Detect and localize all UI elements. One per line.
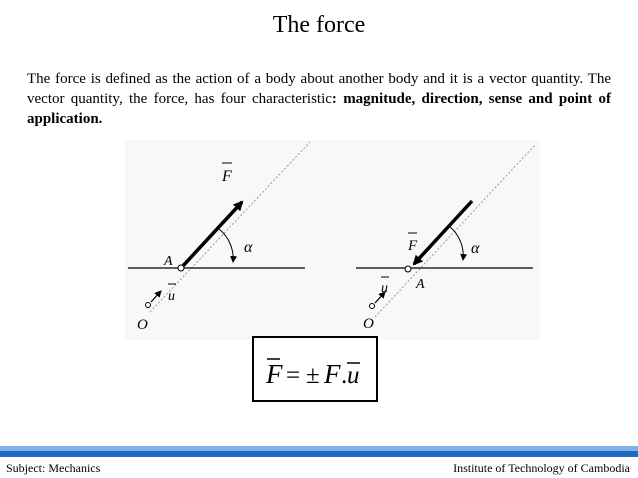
formula-unit-vector: u (347, 362, 360, 389)
right-angle-arc (448, 225, 468, 261)
formula-equals: = (286, 362, 300, 389)
right-unit-label: u (381, 281, 388, 296)
left-origin-point (145, 302, 151, 308)
right-point-a (404, 265, 412, 273)
left-force-vector (179, 200, 244, 270)
right-line-of-action (374, 144, 536, 318)
left-unit-vector (150, 290, 162, 303)
force-diagram-figure: F α A u O F α A u O (125, 140, 540, 340)
footer-institute: Institute of Technology of Cambodia (453, 461, 630, 475)
formula-plus-minus: ± (306, 362, 320, 389)
footer-subject: Subject: Mechanics (6, 461, 101, 475)
right-origin-point (369, 303, 375, 309)
right-unit-vector (374, 291, 386, 304)
right-force-diagram: F α A u O (356, 144, 536, 332)
formula-dot: . (341, 362, 347, 389)
footer-bar-light (0, 446, 638, 451)
right-force-label: F (407, 238, 418, 254)
right-origin-label: O (363, 316, 374, 332)
right-point-a-label: A (415, 277, 425, 292)
slide-title: The force (272, 12, 366, 38)
formula-box: F = ± F . u (252, 336, 378, 402)
left-unit-label: u (168, 289, 175, 304)
force-diagram-svg: F α A u O F α A u O (128, 141, 536, 333)
definition-intro: The force is defined as the action of a … (27, 71, 611, 107)
left-angle-arc (218, 228, 238, 263)
left-point-a (177, 264, 185, 272)
right-force-vector (412, 199, 474, 266)
definition-characteristics: magnitude, direction, sense and point of… (27, 91, 611, 127)
left-point-a-label: A (163, 254, 173, 269)
footer-bar-dark (0, 451, 638, 457)
definition-colon: : (331, 91, 337, 107)
left-force-label: F (221, 168, 232, 185)
definition-paragraph: The force is defined as the action of a … (27, 69, 611, 129)
formula-magnitude: F (323, 359, 341, 389)
formula-lhs: F (265, 359, 283, 389)
formula-svg: F = ± F . u (265, 358, 360, 389)
right-angle-label: α (471, 240, 480, 257)
left-angle-label: α (244, 239, 253, 256)
left-line-of-action (149, 141, 311, 313)
left-force-diagram: F α A u O (128, 141, 311, 333)
left-origin-label: O (137, 317, 148, 333)
